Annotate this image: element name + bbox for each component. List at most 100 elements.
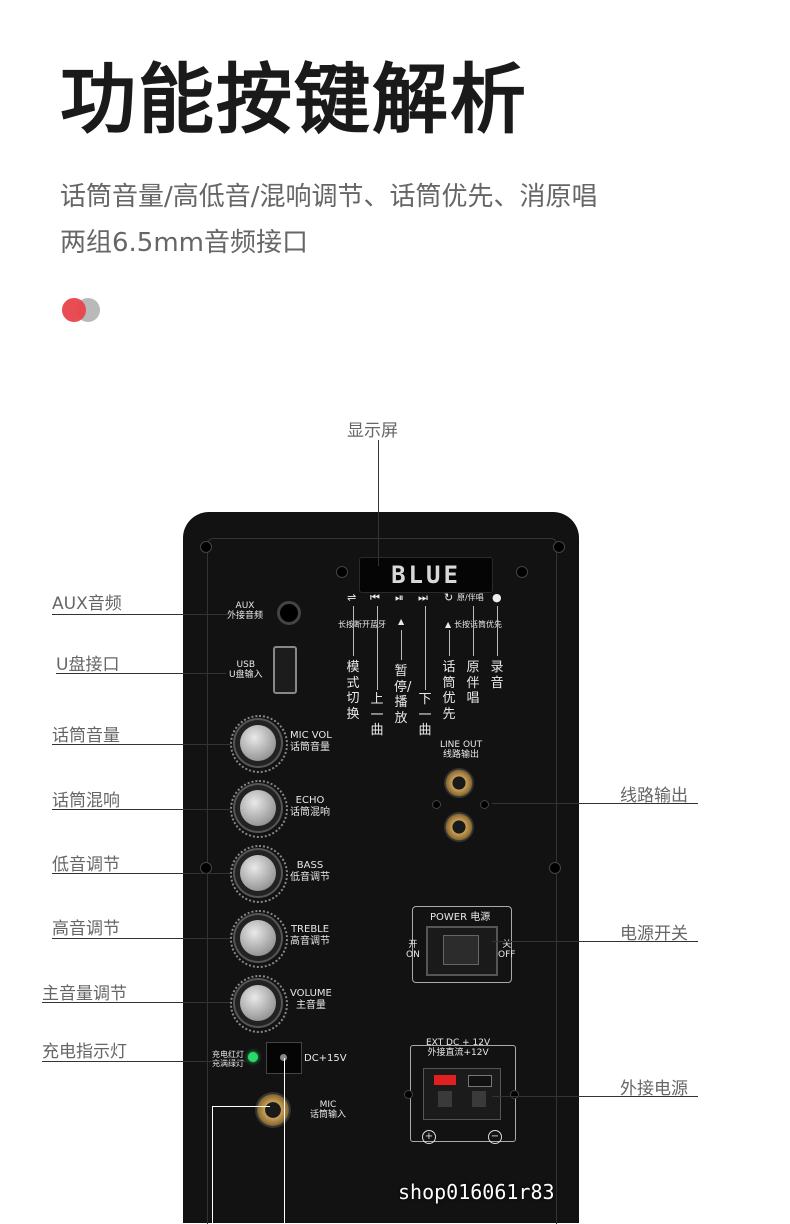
line-out-label: LINE OUT 线路输出 [440, 740, 482, 761]
screw [553, 541, 565, 553]
treble-knob[interactable] [240, 920, 276, 956]
button-label-record: 录音 [490, 660, 504, 691]
leader-line [42, 1061, 246, 1062]
volume-knob[interactable] [240, 985, 276, 1021]
mic-input-jack[interactable] [255, 1092, 291, 1128]
ext-dc-terminal[interactable] [423, 1068, 501, 1120]
dc-label: DC+15V [304, 1053, 347, 1064]
usb-label: USB U盘输入 [229, 660, 263, 681]
leader-line [473, 606, 474, 656]
knob-label-en: ECHO [295, 795, 325, 806]
black-terminal[interactable] [468, 1075, 492, 1087]
knob-label-en: TREBLE [290, 924, 330, 935]
knob-scale [230, 975, 288, 1033]
on-label-cn: 开 [408, 940, 418, 950]
screw [200, 541, 212, 553]
ext-dc-label-cn: 外接直流+12V [427, 1048, 489, 1059]
terminal-slot [438, 1091, 452, 1107]
knob-label-cn: 话筒混响 [290, 806, 330, 818]
leader-line [52, 809, 230, 810]
play-pause-icon[interactable]: ⏯ [395, 591, 404, 604]
knob-label-en: BASS [296, 860, 324, 871]
leader-line [212, 1106, 213, 1223]
line-out-jack-1[interactable] [444, 768, 474, 798]
mode-icon[interactable]: ⇌ [347, 591, 357, 604]
display-screen: BLUE [359, 557, 493, 593]
mic-priority-icon[interactable]: ↻ [444, 591, 454, 604]
screw [336, 566, 348, 578]
charge-label-red: 充电红灯 [212, 1050, 244, 1059]
usb-label-cn: U盘输入 [229, 670, 263, 681]
knob-scale [230, 780, 288, 838]
aux-label: AUX 外接音频 [227, 601, 263, 622]
power-switch[interactable] [443, 935, 479, 965]
callout-ext-power: 外接电源 [620, 1079, 688, 1099]
minus-icon: − [488, 1130, 502, 1144]
knob-label-en: VOLUME [290, 988, 332, 999]
leader-line [377, 606, 378, 690]
knob-label-cn: 话筒音量 [290, 741, 330, 753]
aux-label-cn: 外接音频 [227, 611, 264, 622]
vocal-cut-icon[interactable]: 原/伴唱 [457, 593, 484, 602]
callout-charge: 充电指示灯 [42, 1042, 127, 1062]
callout-display: 显示屏 [347, 421, 398, 441]
leader-line [52, 614, 230, 615]
charge-led [248, 1052, 258, 1062]
leader-line [212, 1106, 270, 1107]
callout-volume: 主音量调节 [42, 984, 127, 1004]
bass-knob[interactable] [240, 855, 276, 891]
long-press-mic-label: 长按话筒优先 [454, 620, 502, 629]
leader-line [449, 630, 450, 656]
knob-scale [230, 845, 288, 903]
previous-icon[interactable]: ⏮ [370, 591, 380, 604]
knob-scale [230, 910, 288, 968]
aux-jack[interactable] [277, 601, 301, 625]
callout-bass: 低音调节 [52, 855, 120, 875]
mic-label-cn: 话筒输入 [310, 1110, 347, 1121]
page-title: 功能按键解析 [60, 55, 528, 144]
power-label: POWER 电源 [430, 912, 491, 923]
knob-label-cn: 高音调节 [290, 935, 330, 947]
screw [510, 1090, 519, 1099]
button-label-next: 下一曲 [418, 692, 432, 739]
leader-line [52, 744, 230, 745]
knob-scale [230, 715, 288, 773]
callout-usb: U盘接口 [56, 655, 120, 675]
leader-line [284, 1058, 285, 1223]
screw [432, 800, 441, 809]
aux-label-en: AUX [235, 601, 255, 611]
leader-line [56, 673, 226, 674]
usb-port[interactable] [273, 646, 297, 694]
line-out-jack-2[interactable] [444, 812, 474, 842]
long-press-bt-label: 长按断开蓝牙 [338, 620, 386, 629]
red-terminal[interactable] [434, 1075, 456, 1085]
subtitle-line-1: 话筒音量/高低音/混响调节、话筒优先、消原唱 [60, 182, 598, 212]
echo-knob[interactable] [240, 790, 276, 826]
mic-volume-knob[interactable] [240, 725, 276, 761]
arrow-up-icon: ▲ [445, 620, 452, 629]
leader-line [492, 941, 698, 942]
record-icon[interactable]: ● [492, 591, 502, 604]
screw [404, 1090, 413, 1099]
next-icon[interactable]: ⏭ [418, 591, 428, 604]
off-label-cn: 关 [502, 940, 512, 950]
button-label-play-pause: 暂停/播放 [394, 664, 412, 726]
ext-dc-label-en: EXT DC + 12V [426, 1038, 491, 1048]
mic-label-en: MIC [319, 1100, 337, 1110]
dc-pin [280, 1054, 287, 1061]
callout-treble: 高音调节 [52, 919, 120, 939]
plus-icon: + [422, 1130, 436, 1144]
screw [516, 566, 528, 578]
leader-line [42, 1002, 230, 1003]
terminal-slot [472, 1091, 486, 1107]
panel-inner-border [207, 538, 557, 1224]
leader-line [52, 938, 230, 939]
